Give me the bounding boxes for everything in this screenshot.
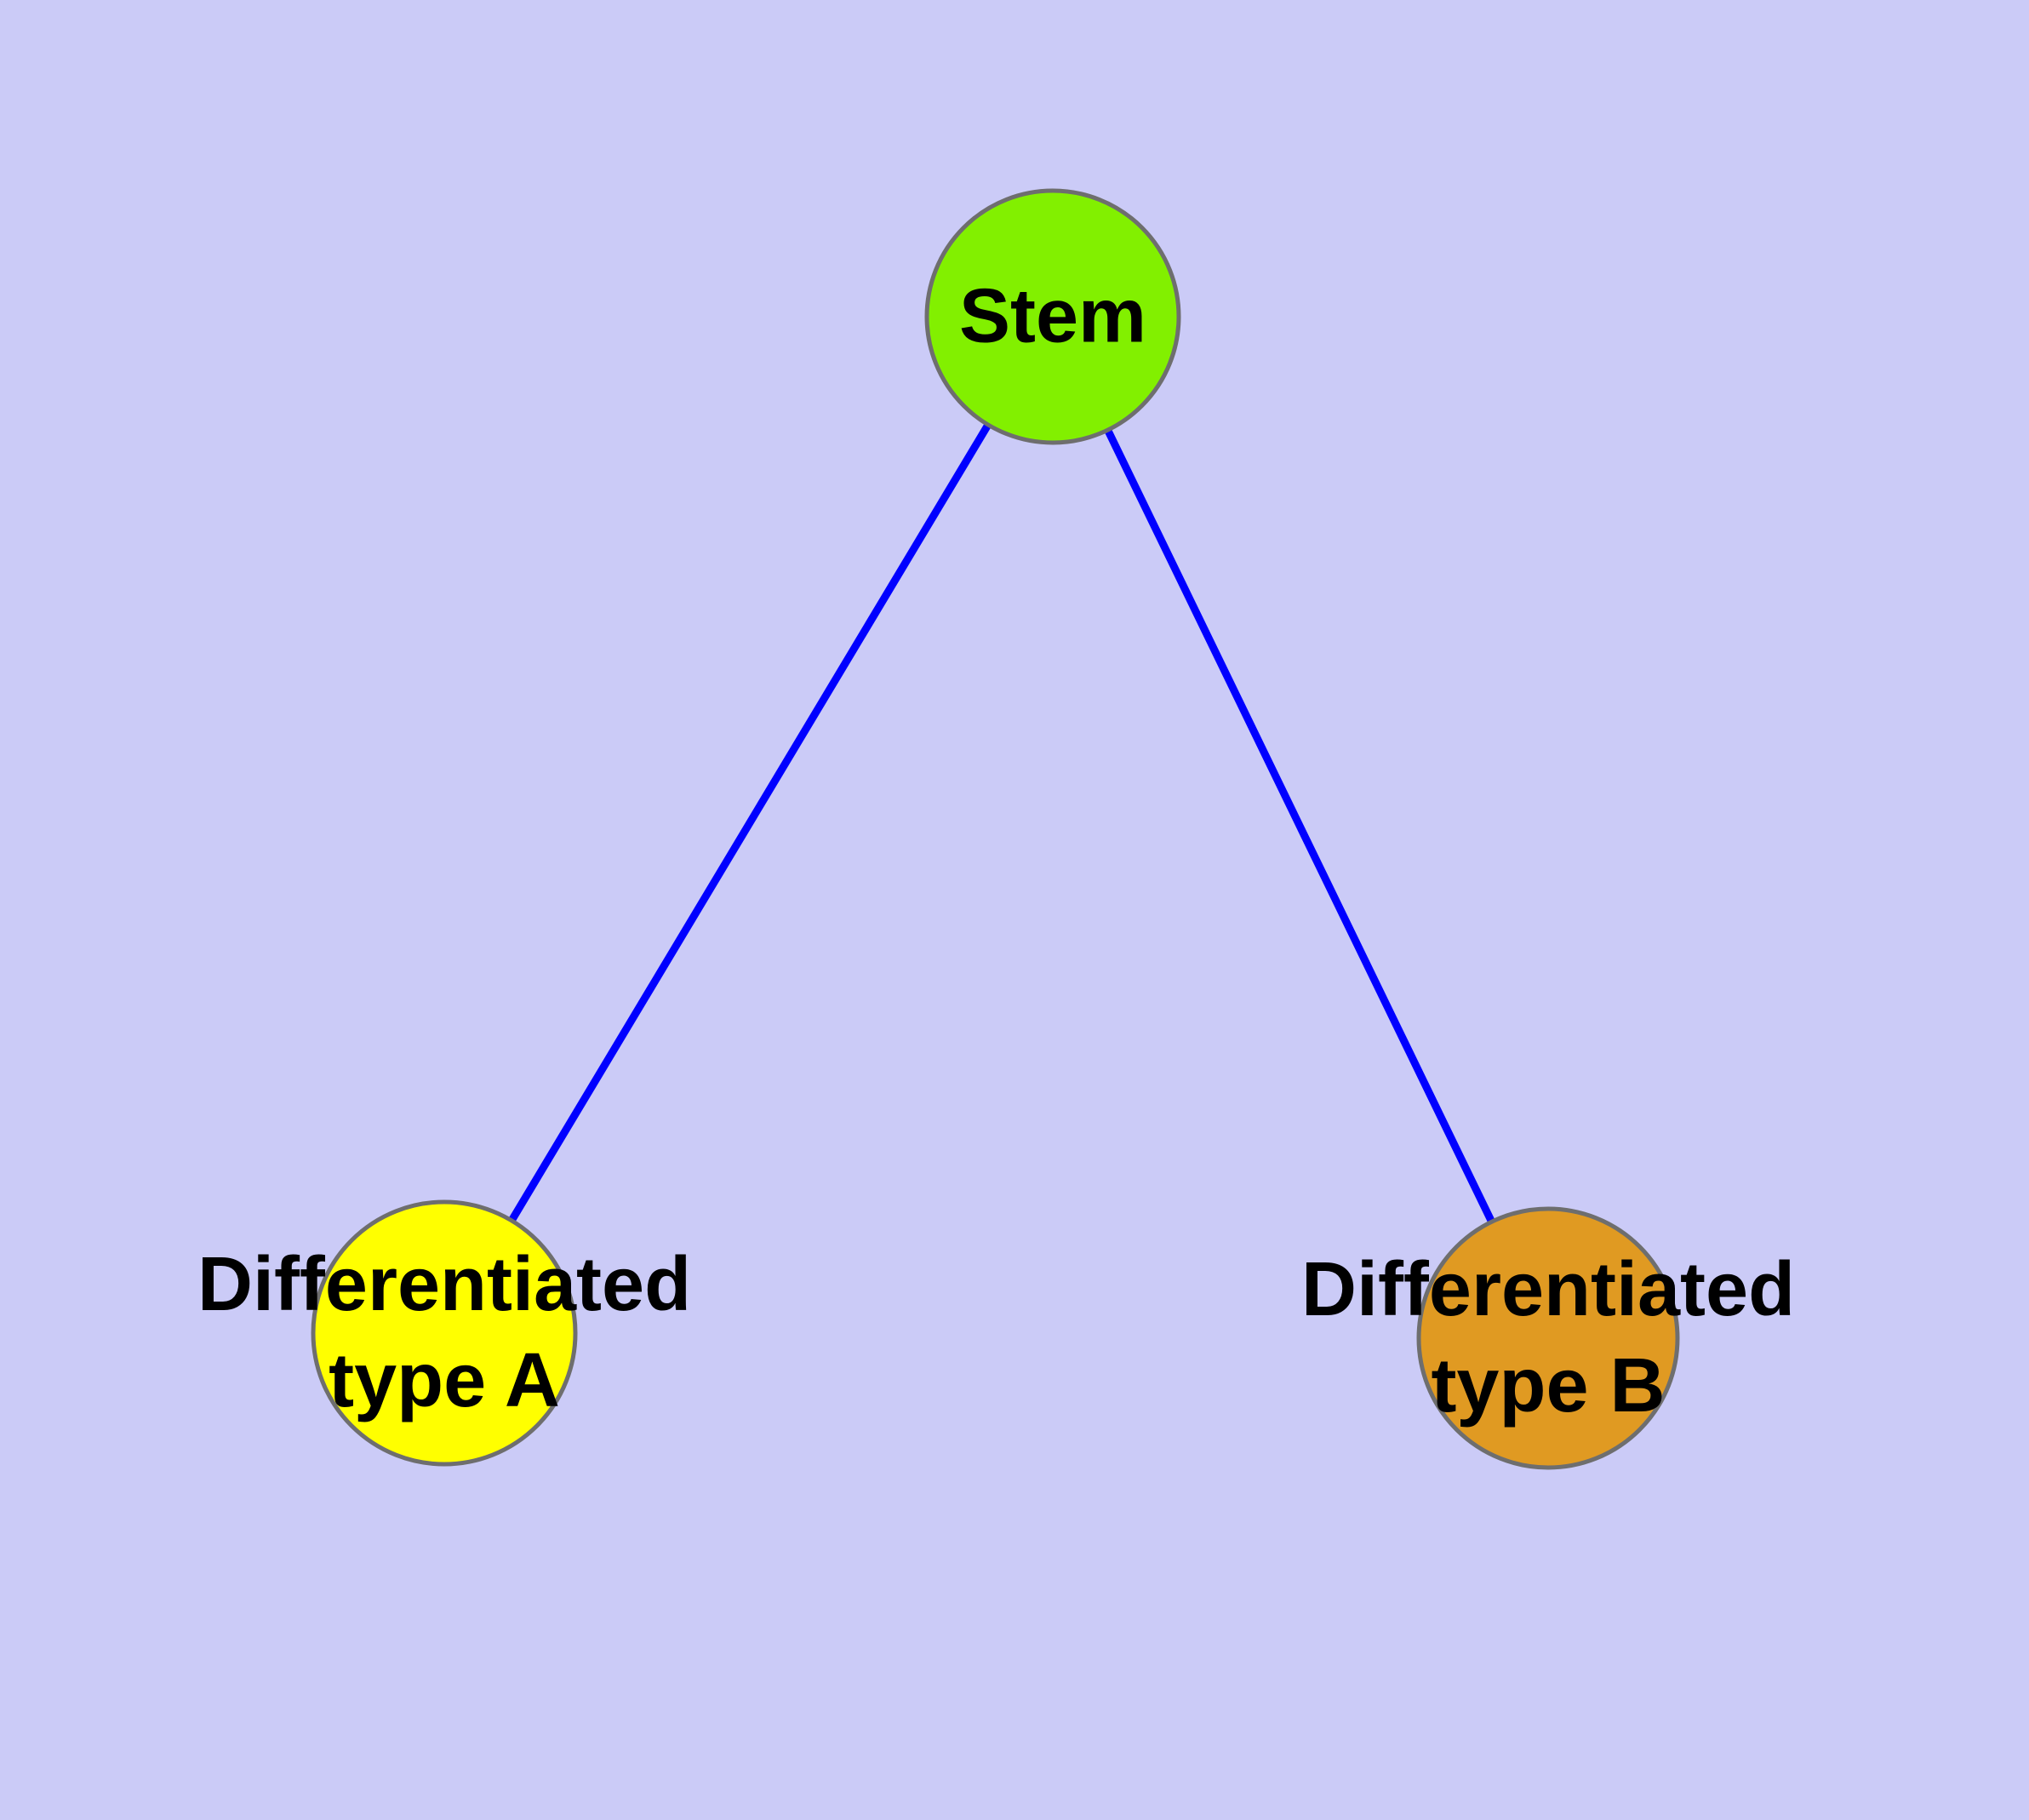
node-differentiated-type-a-label: Differentiated type A	[197, 1237, 691, 1429]
edge-stem-to-type-b	[1049, 315, 1552, 1340]
node-differentiated-type-b-label-line-1: Differentiated	[1300, 1247, 1796, 1332]
edge-stem-to-type-a	[441, 314, 1056, 1336]
node-differentiated-type-b-label: Differentiated type B	[1301, 1242, 1795, 1434]
node-stem-label: Stem	[959, 269, 1146, 365]
node-differentiated-type-b-label-line-2: type B	[1431, 1343, 1666, 1428]
node-stem-label-line: Stem	[958, 273, 1147, 359]
node-differentiated-type-a-label-line-2: type A	[329, 1338, 560, 1423]
node-differentiated-type-a-circle	[311, 1199, 578, 1467]
node-differentiated-type-a-label-line-1: Differentiated	[197, 1242, 692, 1327]
node-differentiated-type-b-circle	[1416, 1206, 1680, 1470]
node-stem-circle	[924, 188, 1181, 445]
